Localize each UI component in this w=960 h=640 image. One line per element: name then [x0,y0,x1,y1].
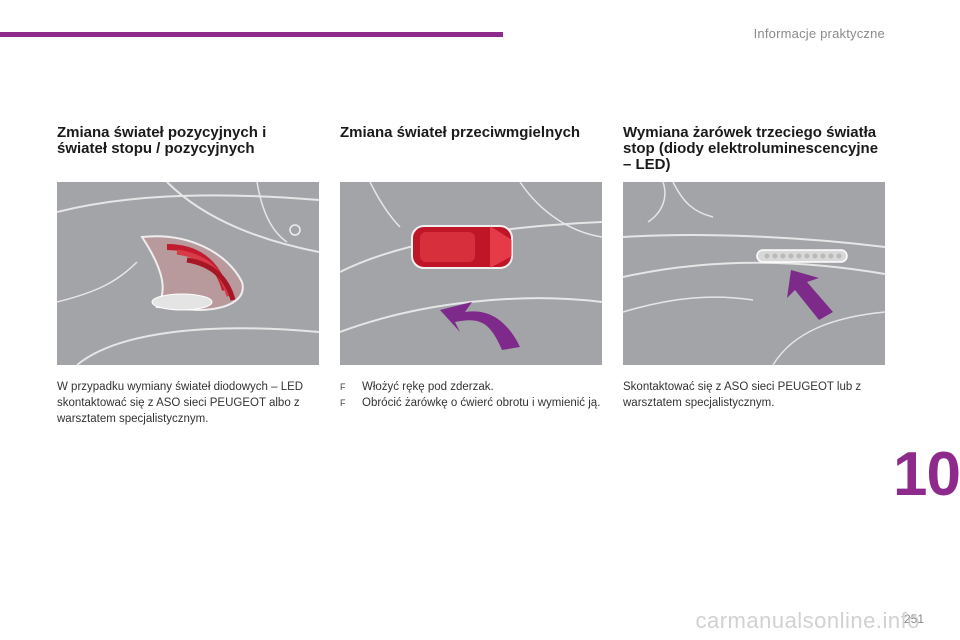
bullet-icon: F [340,398,346,408]
column-text: W przypadku wymiany świateł diodowych – … [57,381,304,425]
arrow-icon [440,302,520,350]
column-title: Wymiana żarówek trzeciego światła stop (… [623,124,879,173]
column-title: Zmiana świateł przeciwmgielnych [340,124,581,141]
arrow-icon [787,270,833,320]
column-title: Zmiana świateł pozycyjnych i świateł sto… [57,124,267,157]
column-third-brake-light: Wymiana żarówek trzeciego światła stop (… [623,125,885,411]
chapter-number: 10 [893,440,960,509]
fog-light-illustration [340,182,602,365]
bullet-icon: F [340,382,346,392]
column-rear-lights: Zmiana świateł pozycyjnych i świateł sto… [57,125,319,427]
header-accent-bar [0,32,503,37]
page-number: 251 [903,612,924,626]
rear-light-illustration [57,182,319,365]
third-brake-light-illustration [623,182,885,365]
section-label: Informacje praktyczne [753,26,885,41]
column-text: Skontaktować się z ASO sieci PEUGEOT lub… [623,381,862,409]
watermark: carmanualsonline.info [695,608,920,633]
